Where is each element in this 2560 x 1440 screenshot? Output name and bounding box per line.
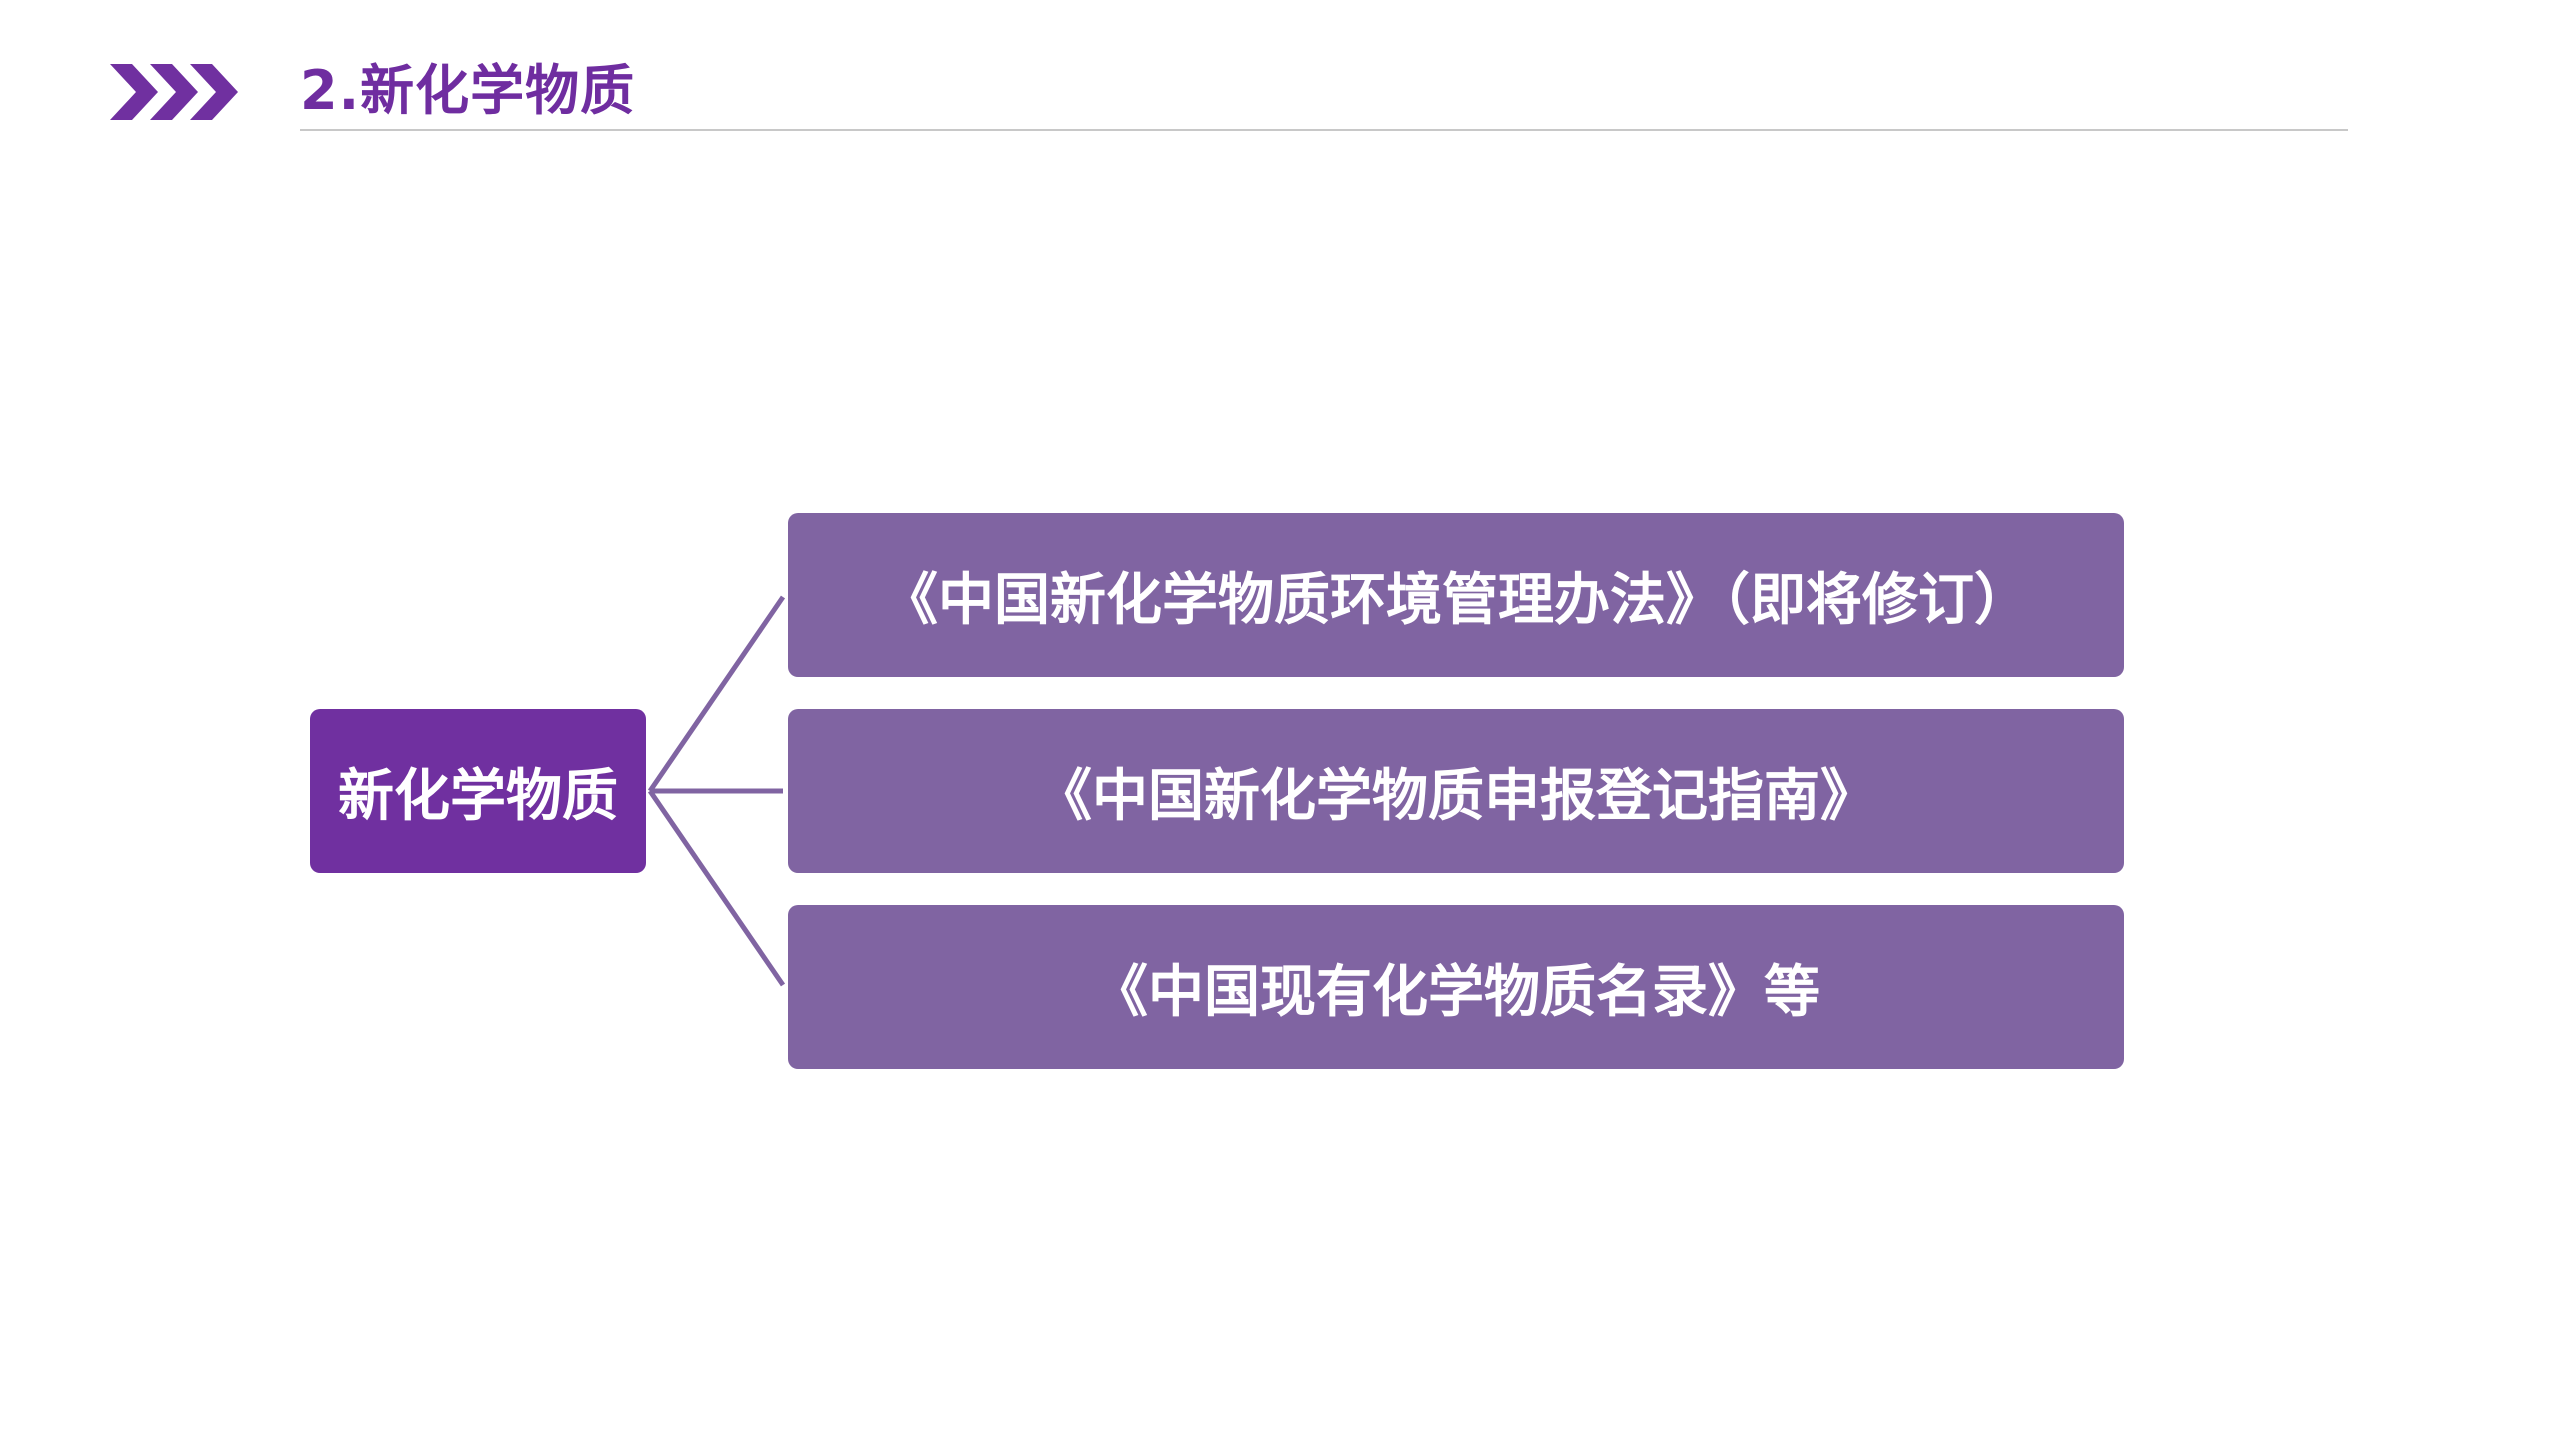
triple-chevron-icon <box>110 64 238 120</box>
child-node-existing-inventory: 《中国现有化学物质名录》等 <box>788 905 2124 1069</box>
child-node-registration-guide: 《中国新化学物质申报登记指南》 <box>788 709 2124 873</box>
title-divider <box>300 129 2348 131</box>
connector-line-bottom <box>647 789 786 987</box>
child-node-label: 《中国现有化学物质名录》等 <box>1092 959 1820 1025</box>
root-node-label: 新化学物质 <box>338 763 618 829</box>
connector-line-top <box>647 595 786 793</box>
child-node-label: 《中国新化学物质申报登记指南》 <box>1036 763 1876 829</box>
child-node-management-measures: 《中国新化学物质环境管理办法》（即将修订） <box>788 513 2124 677</box>
child-node-label: 《中国新化学物质环境管理办法》（即将修订） <box>882 567 2030 633</box>
root-node: 新化学物质 <box>310 709 646 873</box>
page-title: 2.新化学物质 <box>300 59 636 122</box>
